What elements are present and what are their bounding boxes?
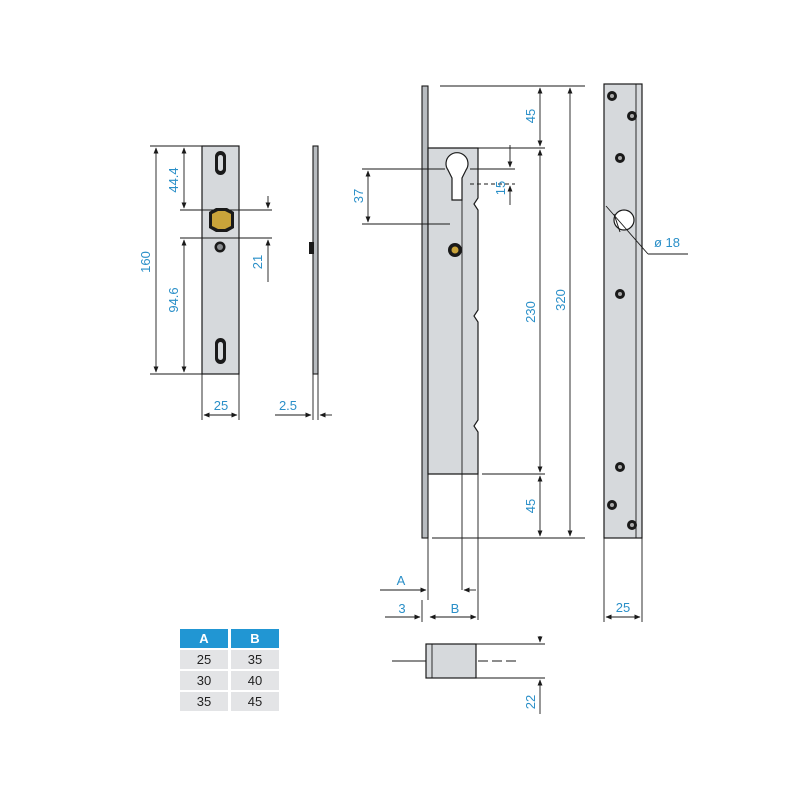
table-cell: 25 xyxy=(180,650,228,669)
table-cell: 45 xyxy=(231,692,279,711)
cylinder-diameter-label: ø 18 xyxy=(654,235,680,250)
backset-b-label: B xyxy=(451,601,460,616)
table-header-b: B xyxy=(231,629,279,648)
table-cell: 35 xyxy=(231,650,279,669)
strike-plate-length-label: 160 xyxy=(138,251,153,273)
body-length-label: 230 xyxy=(523,301,538,323)
strike-plate-hole-height-label: 21 xyxy=(250,255,265,269)
table-header-a: A xyxy=(180,629,228,648)
bolt-height-label: 22 xyxy=(523,695,538,709)
strike-plate-thickness-label: 2.5 xyxy=(279,398,297,413)
table-cell: 30 xyxy=(180,671,228,690)
faceplate-thickness-label: 3 xyxy=(398,601,405,616)
strike-plate-side-view xyxy=(275,145,332,420)
lock-body-side-view xyxy=(421,85,479,620)
backset-table: A B 25 35 30 40 35 45 xyxy=(177,627,282,713)
cylinder-offset-label: 15 xyxy=(493,181,508,195)
table-cell: 40 xyxy=(231,671,279,690)
faceplate-front-view xyxy=(603,83,688,622)
backset-a-label: A xyxy=(397,573,406,588)
table-row: 25 35 xyxy=(180,650,279,669)
strike-plate-front-view xyxy=(201,145,240,375)
bottom-offset-label: 45 xyxy=(523,499,538,513)
table-header-row: A B xyxy=(180,629,279,648)
table-row: 35 45 xyxy=(180,692,279,711)
table-cell: 35 xyxy=(180,692,228,711)
strike-plate-bottom-offset-label: 94.6 xyxy=(166,287,181,312)
top-offset-label: 45 xyxy=(523,109,538,123)
table-row: 30 40 xyxy=(180,671,279,690)
faceplate-length-label: 320 xyxy=(553,289,568,311)
strike-plate-dimensions xyxy=(150,145,272,420)
faceplate-width-label: 25 xyxy=(616,600,630,615)
strike-plate-width-label: 25 xyxy=(214,398,228,413)
lock-body-dimensions xyxy=(362,85,585,622)
bolt-view xyxy=(392,636,545,714)
cylinder-height-label: 37 xyxy=(351,189,366,203)
strike-plate-top-offset-label: 44.4 xyxy=(166,167,181,192)
